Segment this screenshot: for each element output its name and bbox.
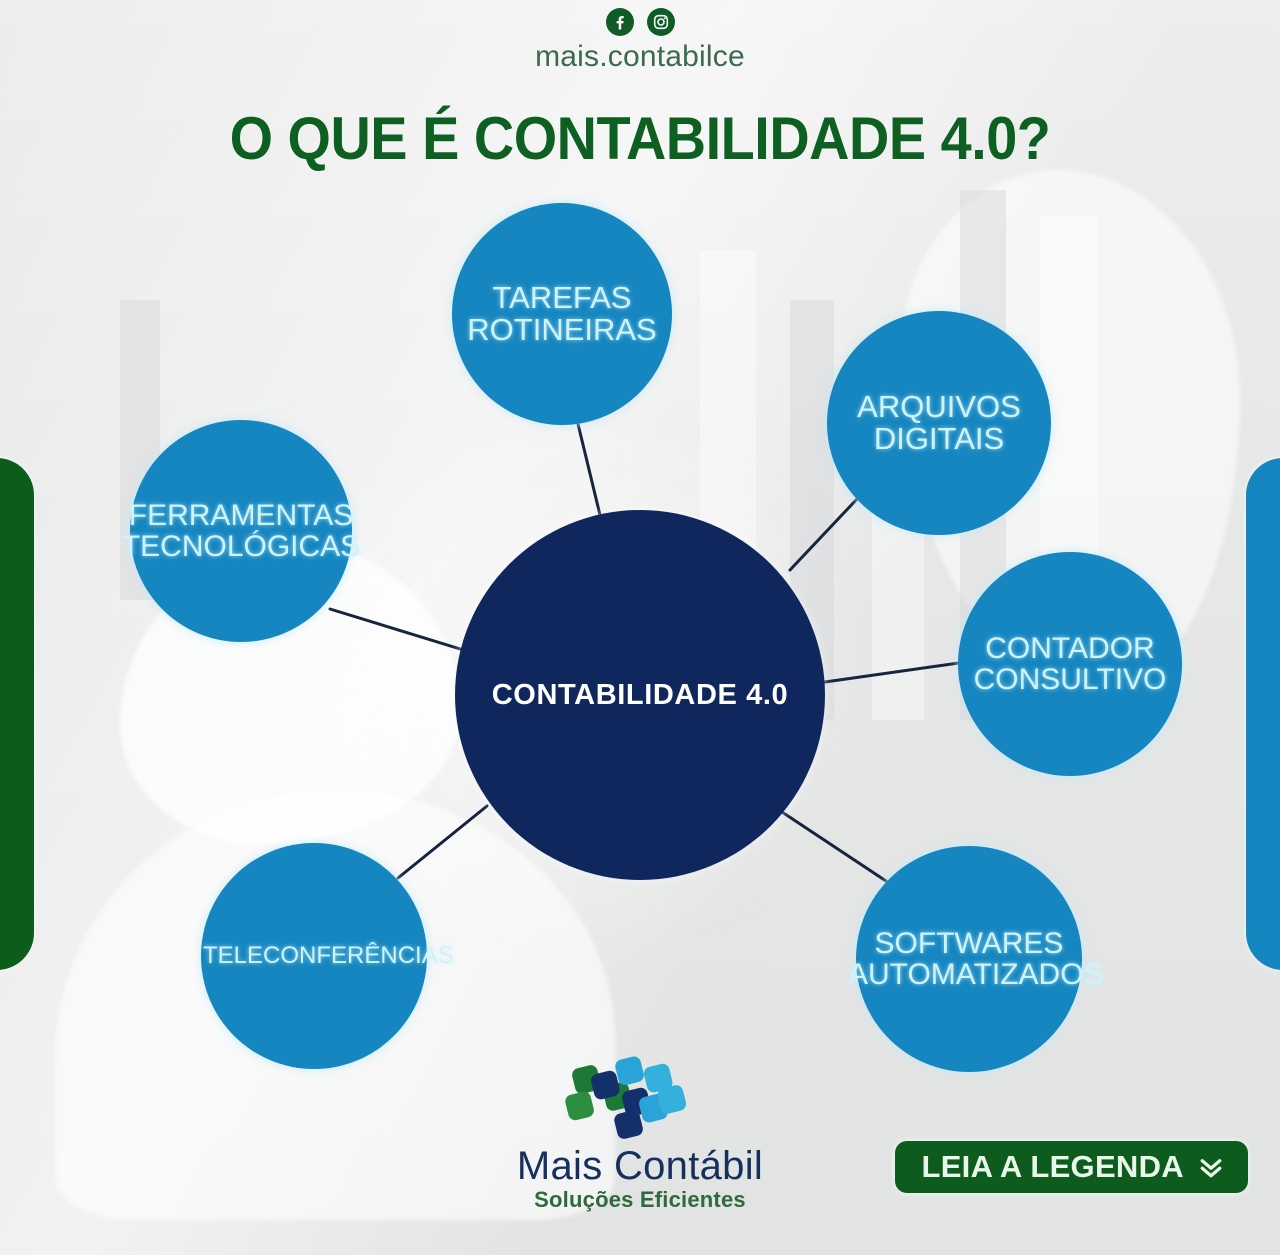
node-contabilidade-40[interactable]: CONTABILIDADE 4.0 (455, 510, 825, 880)
social-icons (0, 8, 1280, 36)
facebook-icon[interactable] (605, 8, 634, 36)
brand-handle: mais.contabilce (535, 40, 745, 73)
node-contador-consultivo[interactable]: CONTADOR CONSULTIVO (958, 552, 1182, 776)
logo-tagline: Soluções Eficientes (534, 1187, 746, 1212)
node-label: TELECONFERÊNCIAS (203, 941, 454, 969)
node-label: SOFTWARES AUTOMATIZADOS (848, 926, 1104, 991)
right-accent-pill (1246, 458, 1280, 970)
node-label: ARQUIVOS DIGITAIS (857, 388, 1021, 456)
node-tarefas-rotineiras[interactable]: TAREFAS ROTINEIRAS (452, 203, 672, 425)
node-label: CONTABILIDADE 4.0 (491, 678, 789, 711)
node-label: TAREFAS ROTINEIRAS (467, 279, 657, 347)
header: mais.contabilce (0, 8, 1280, 74)
connector-contador (823, 658, 982, 684)
left-accent-pill (0, 458, 34, 970)
node-arquivos-digitais[interactable]: ARQUIVOS DIGITAIS (827, 311, 1051, 535)
node-ferramentas-tecnologicas[interactable]: FERRAMENTAS TECNOLÓGICAS (122, 420, 360, 642)
connector-ferramentas (328, 607, 472, 654)
connector-tarefas (576, 422, 602, 517)
node-teleconferencias[interactable]: TELECONFERÊNCIAS (201, 843, 454, 1069)
connector-arquivos (788, 497, 859, 572)
connector-tele (396, 804, 489, 880)
page-title: O QUE É CONTABILIDADE 4.0? (229, 105, 1051, 172)
node-label: CONTADOR CONSULTIVO (973, 631, 1167, 696)
double-chevron-down-icon (1200, 1159, 1222, 1178)
cta-label: LEIA A LEGENDA (921, 1149, 1184, 1184)
logo-mark-icon (565, 1056, 687, 1139)
logo-company-name: Mais Contábil (516, 1144, 764, 1188)
company-logo: Mais Contábil Soluções Eficientes (490, 1050, 790, 1213)
leia-a-legenda-button[interactable]: LEIA A LEGENDA (895, 1141, 1248, 1193)
node-label: FERRAMENTAS TECNOLÓGICAS (121, 498, 361, 563)
instagram-icon[interactable] (646, 8, 675, 36)
node-softwares-automatizados[interactable]: SOFTWARES AUTOMATIZADOS (848, 846, 1104, 1072)
connector-softwares (780, 810, 888, 883)
